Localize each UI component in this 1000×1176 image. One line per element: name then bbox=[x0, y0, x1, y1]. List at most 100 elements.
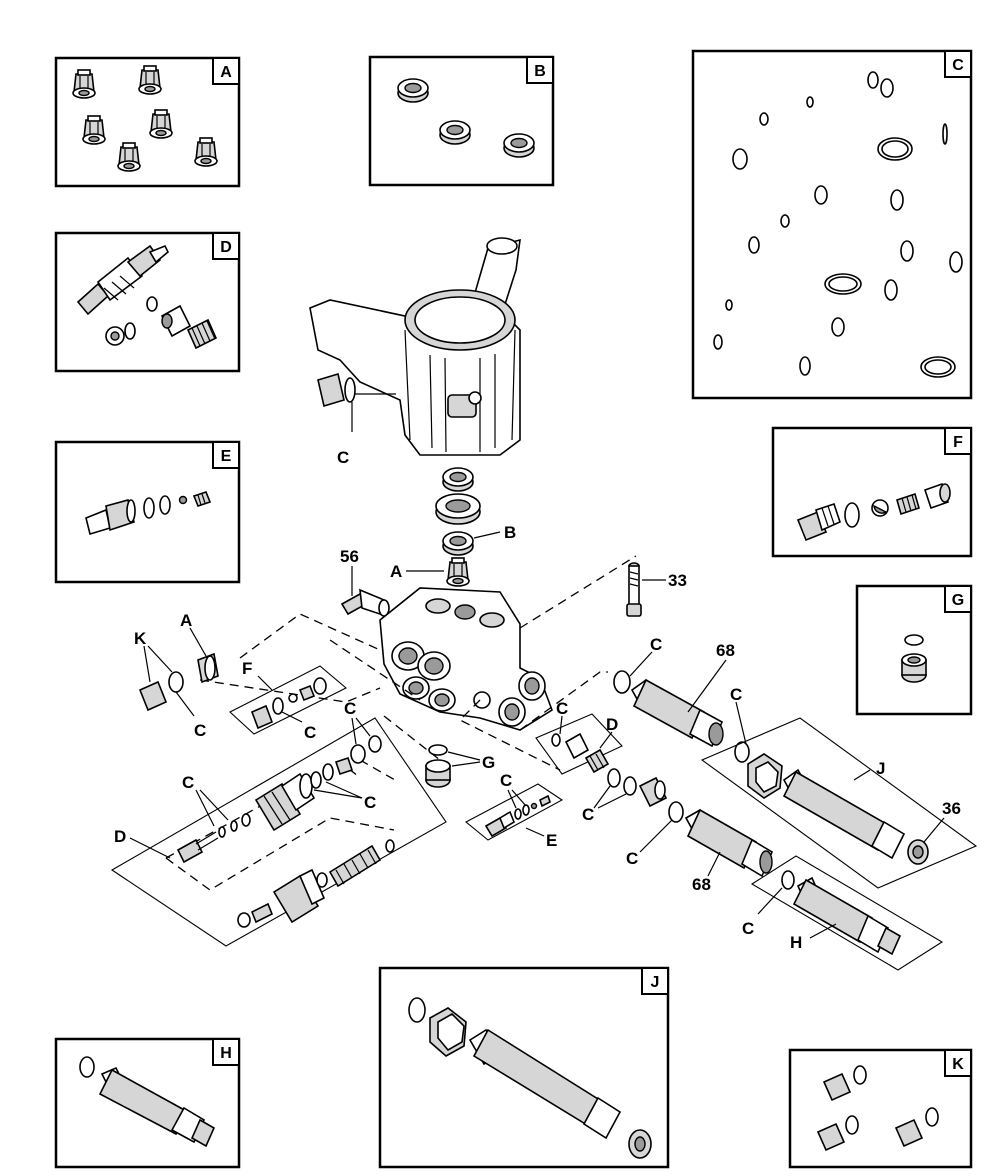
manifold bbox=[379, 587, 553, 731]
nozzle-icon bbox=[82, 115, 106, 145]
seal-icon bbox=[439, 120, 471, 145]
seal-icon bbox=[397, 78, 429, 103]
panel-c: C bbox=[691, 49, 973, 400]
callout-c-k: C bbox=[194, 721, 206, 740]
callout-c-68top: C bbox=[650, 635, 662, 654]
hose-adapter-icon bbox=[468, 1028, 622, 1140]
o-ring-icon bbox=[146, 296, 158, 312]
o-ring-icon bbox=[368, 735, 382, 753]
callout-c-housing: C bbox=[337, 448, 349, 467]
unloader-body-icon bbox=[254, 772, 316, 832]
o-ring-icon bbox=[241, 813, 251, 827]
panel-j-label: J bbox=[651, 974, 660, 991]
ball-icon bbox=[178, 495, 188, 505]
panel-e: E bbox=[54, 440, 241, 584]
o-ring-icon bbox=[350, 744, 366, 764]
o-ring-icon bbox=[904, 634, 924, 646]
panel-f-label: F bbox=[953, 434, 963, 451]
spring-icon bbox=[328, 844, 382, 888]
bolt-icon bbox=[626, 562, 642, 617]
o-ring-icon bbox=[522, 804, 530, 816]
o-ring-icon bbox=[79, 1056, 95, 1078]
plug-icon bbox=[138, 671, 184, 712]
unloader-valve-icon bbox=[76, 244, 169, 316]
panel-k-label: K bbox=[952, 1056, 964, 1073]
pump-housing bbox=[309, 237, 521, 456]
callout-d-small: D bbox=[606, 715, 618, 734]
o-ring-icon bbox=[623, 776, 637, 796]
panel-b: B bbox=[368, 55, 555, 187]
ball-icon bbox=[530, 802, 538, 810]
o-ring-icon bbox=[551, 733, 561, 747]
hose-adapter-icon bbox=[782, 768, 906, 860]
kit-outline bbox=[229, 665, 347, 735]
o-ring-icon bbox=[781, 870, 795, 890]
coupling-nut-icon bbox=[747, 753, 783, 799]
plug-icon bbox=[894, 1107, 939, 1148]
callout-a-left: A bbox=[180, 611, 192, 630]
coupling-nut-icon bbox=[429, 1007, 467, 1057]
kit-outline bbox=[110, 717, 447, 947]
o-ring-icon bbox=[734, 741, 750, 763]
callout-c-f: C bbox=[304, 723, 316, 742]
o-ring-icon bbox=[408, 997, 426, 1023]
nozzle-icon bbox=[197, 652, 219, 684]
panel-h-label: H bbox=[220, 1045, 232, 1062]
callout-c-dsmall: C bbox=[556, 699, 568, 718]
spring-icon bbox=[186, 318, 218, 350]
callout-68-top: 68 bbox=[716, 641, 735, 660]
cap-icon bbox=[923, 482, 951, 510]
nozzle-icon bbox=[72, 69, 96, 99]
piston-icon bbox=[564, 732, 590, 760]
panel-c-label: C bbox=[952, 57, 964, 74]
seal-icon bbox=[442, 467, 474, 492]
callout-68-bot: 68 bbox=[692, 875, 711, 894]
seal-retainer-icon bbox=[435, 493, 481, 525]
washer-icon bbox=[907, 839, 929, 865]
outlet-adapter-icon bbox=[684, 808, 774, 878]
spring-icon bbox=[192, 491, 212, 507]
o-ring-icon bbox=[607, 768, 621, 788]
panel-a: A bbox=[54, 56, 241, 188]
o-ring-icon bbox=[514, 808, 522, 820]
callout-56: 56 bbox=[340, 547, 359, 566]
plug-icon bbox=[796, 502, 841, 542]
nozzle-icon bbox=[149, 109, 173, 139]
seal-icon bbox=[442, 531, 474, 556]
o-ring-icon bbox=[218, 826, 226, 838]
callout-36: 36 bbox=[942, 799, 961, 818]
o-ring-icon bbox=[385, 839, 395, 853]
stem-icon bbox=[176, 831, 219, 864]
callout-c-e: C bbox=[500, 771, 512, 790]
check-valve-icon bbox=[484, 810, 515, 838]
plug-icon bbox=[816, 1115, 859, 1152]
callout-c-dkit-left: C bbox=[182, 773, 194, 792]
callout-c-mid: C bbox=[582, 805, 594, 824]
callout-a-main: A bbox=[390, 562, 402, 581]
check-valve-icon bbox=[85, 499, 136, 536]
plug-icon bbox=[250, 677, 327, 730]
o-ring-icon bbox=[322, 763, 334, 781]
nozzle-icon bbox=[194, 137, 218, 167]
nozzle-icon bbox=[117, 142, 141, 172]
panel-d-label: D bbox=[220, 239, 232, 256]
kit-outline bbox=[465, 783, 564, 841]
callout-f-kit: F bbox=[242, 659, 252, 678]
o-ring-icon bbox=[613, 670, 631, 694]
o-ring-icon bbox=[428, 744, 448, 756]
panel-d: D bbox=[54, 231, 241, 373]
callout-h-kit: H bbox=[790, 933, 802, 952]
o-ring-icon bbox=[668, 801, 684, 823]
o-ring-icon bbox=[230, 820, 238, 832]
panel-g: G bbox=[855, 584, 973, 716]
callout-b-main: B bbox=[504, 523, 516, 542]
kit-outline bbox=[750, 855, 944, 971]
callout-e-kit: E bbox=[546, 831, 557, 850]
housing-plug bbox=[317, 372, 356, 408]
o-ring-icon bbox=[844, 502, 860, 528]
panel-j: J bbox=[378, 966, 670, 1169]
cap-icon bbox=[334, 756, 354, 776]
kit-outline bbox=[535, 713, 623, 775]
panel-h: H bbox=[54, 1037, 241, 1169]
